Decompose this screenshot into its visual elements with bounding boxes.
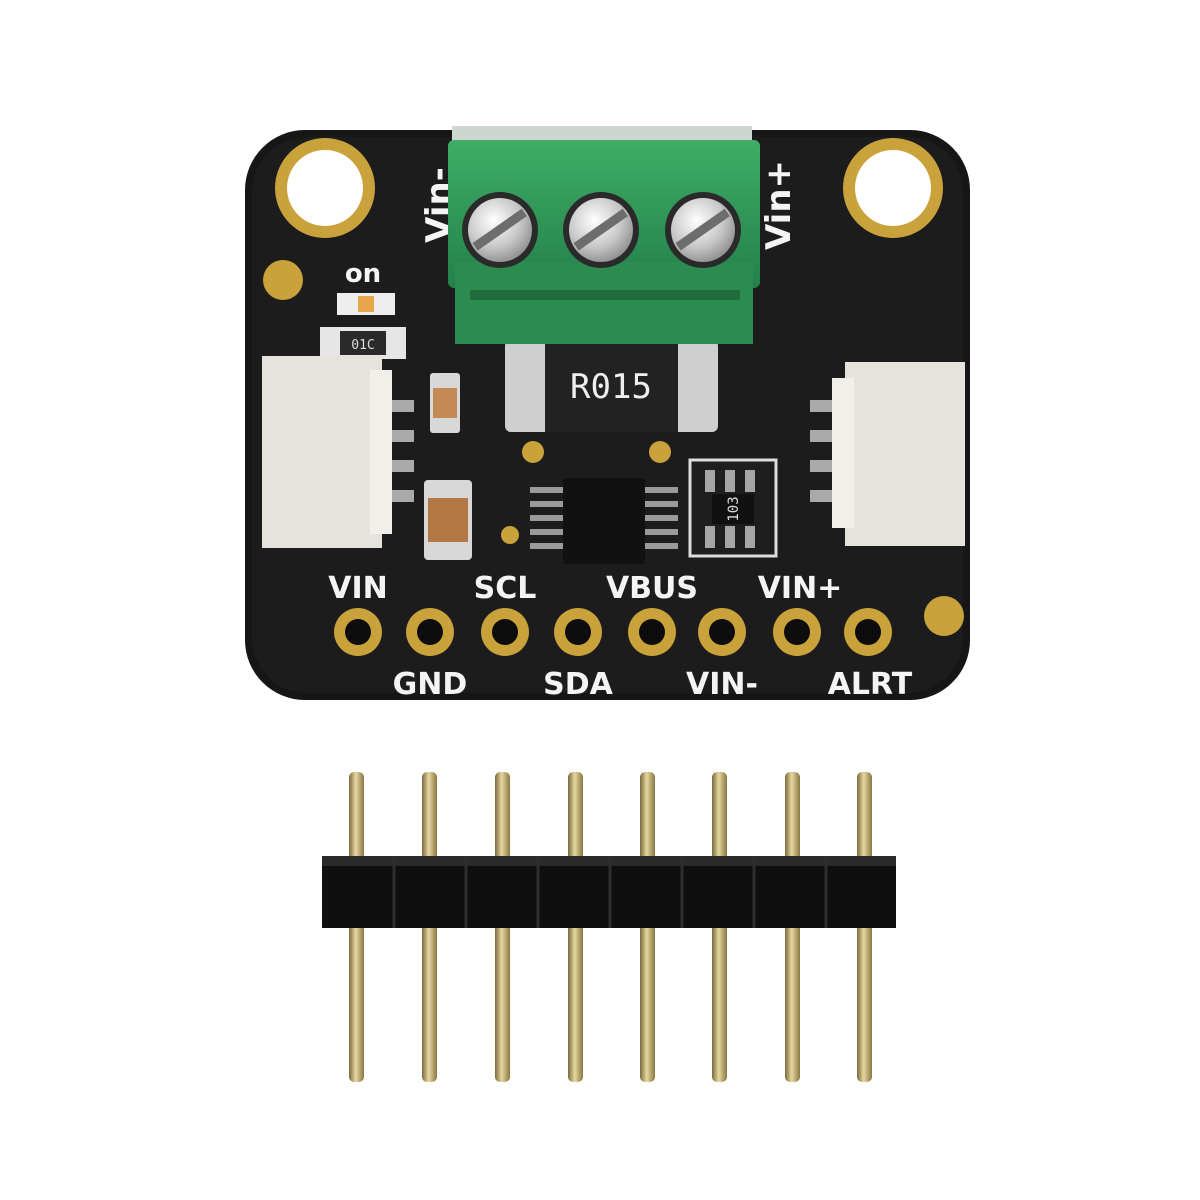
resistor-network: 103 <box>688 458 778 558</box>
smd-capacitor: 01C <box>320 327 406 359</box>
mounting-hole-right <box>843 138 943 238</box>
screw-middle <box>563 192 639 268</box>
pin-label-vbus: VBUS <box>606 571 698 606</box>
stemma-connector-left <box>262 356 414 548</box>
fiducial-right <box>924 596 964 636</box>
terminal-label-vin-plus: Vin+ <box>759 160 799 250</box>
pin-label-vin: VIN <box>328 571 388 606</box>
pin-label-vin-plus: VIN+ <box>758 571 843 606</box>
shunt-resistor: R015 <box>505 340 718 432</box>
power-led <box>337 293 395 315</box>
screw-right <box>665 192 741 268</box>
header-plastic <box>322 856 896 928</box>
pin-label-gnd: GND <box>393 667 468 702</box>
pin-label-alrt: ALRT <box>828 667 913 702</box>
pin-label-vin-minus: VIN- <box>686 667 758 702</box>
via <box>501 526 519 544</box>
mounting-hole-left <box>275 138 375 238</box>
pin-header <box>322 772 896 1082</box>
sensor-ic <box>530 478 678 564</box>
capacitor-small <box>430 373 460 433</box>
via <box>522 441 544 463</box>
pin-holes <box>334 608 892 656</box>
capacitor-large <box>424 480 472 560</box>
cap-marking: 01C <box>351 338 374 353</box>
led-label: on <box>345 259 381 289</box>
screw-terminal-block <box>448 126 760 344</box>
pin-label-scl: SCL <box>474 571 537 606</box>
pin-label-sda: SDA <box>543 667 614 702</box>
screw-left <box>462 192 538 268</box>
pcb-board: Vin- Vin+ on 01C <box>245 130 970 702</box>
resistor-network-marking: 103 <box>726 496 742 521</box>
fiducial-left <box>263 260 303 300</box>
stemma-connector-right <box>810 362 965 546</box>
shunt-marking: R015 <box>570 367 652 407</box>
via <box>649 441 671 463</box>
